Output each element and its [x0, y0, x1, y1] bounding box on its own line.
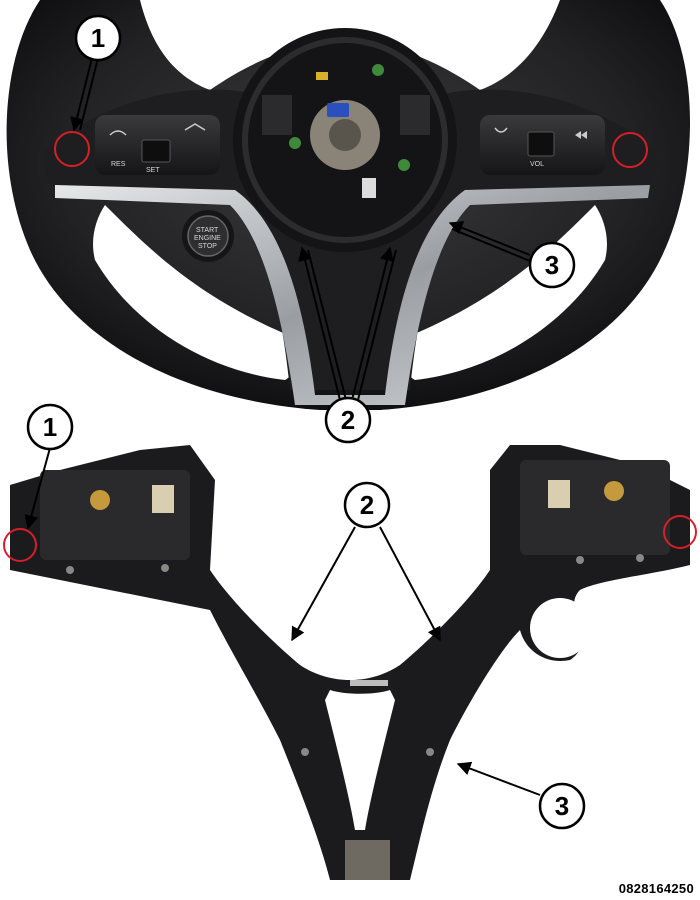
screw-green-3 — [398, 159, 410, 171]
bezel-cutout — [325, 690, 395, 830]
spoke-bezel-photo — [3, 445, 697, 880]
screw — [576, 556, 584, 564]
steering-wheel-photo: RES SET VOL START ENGINE STOP — [6, 0, 691, 410]
callout-1-bottom-label: 1 — [43, 412, 57, 442]
callout-3-top-label: 3 — [545, 250, 559, 280]
screw — [161, 564, 169, 572]
highlight-circle-bottom-left — [3, 528, 37, 562]
screw-green-1 — [372, 64, 384, 76]
right-switch-panel: VOL — [480, 115, 605, 175]
callout-3-bottom: 3 — [456, 761, 586, 830]
vol-label: VOL — [530, 161, 544, 168]
airbag-cavity-ring — [242, 37, 448, 243]
callout-3-top: 3 — [448, 221, 576, 289]
left-switch-panel: RES SET — [95, 115, 220, 175]
screw — [636, 554, 644, 562]
screw — [66, 566, 74, 574]
screw — [426, 748, 434, 756]
left-switch-back — [40, 470, 190, 560]
right-brass-insert — [604, 481, 624, 501]
figure-id: 0828164250 — [618, 881, 694, 896]
connector-blue — [327, 103, 349, 117]
connector-white — [362, 178, 376, 198]
highlight-circle-right — [612, 132, 648, 168]
wheel-opening-top — [140, 0, 560, 90]
bezel-label-strip — [350, 680, 388, 686]
wiring-block-right — [400, 95, 430, 135]
start-stop-button: START ENGINE STOP — [182, 210, 234, 262]
res-label: RES — [111, 161, 126, 168]
callout-2-top-label: 2 — [341, 405, 355, 435]
left-connector — [152, 485, 174, 513]
right-connector — [548, 480, 570, 508]
start-label: START — [196, 227, 219, 234]
set-label: SET — [146, 167, 160, 174]
callout-1-top: 1 — [70, 14, 122, 132]
callout-2-top: 2 — [298, 246, 397, 444]
stop-label: STOP — [198, 243, 217, 250]
wiring-block-left — [262, 95, 292, 135]
right-switch-back — [520, 460, 670, 555]
wheel-opening-left — [93, 205, 300, 380]
left-brass-insert — [90, 490, 110, 510]
screw-green-2 — [289, 137, 301, 149]
column-cutout — [530, 598, 590, 658]
highlight-circle-left — [54, 131, 90, 167]
callout-2-bottom-label: 2 — [360, 490, 374, 520]
highlight-circle-bottom-right — [663, 515, 697, 549]
connector-yellow — [316, 72, 328, 80]
screw — [301, 748, 309, 756]
callout-1-top-label: 1 — [91, 23, 105, 53]
bezel-bottom-bracket — [345, 840, 390, 880]
callout-3-bottom-label: 3 — [555, 791, 569, 821]
engine-label: ENGINE — [194, 235, 221, 242]
callout-1-bottom: 1 — [24, 403, 74, 530]
callout-2-bottom: 2 — [291, 481, 441, 642]
clockspring-center — [329, 119, 361, 151]
